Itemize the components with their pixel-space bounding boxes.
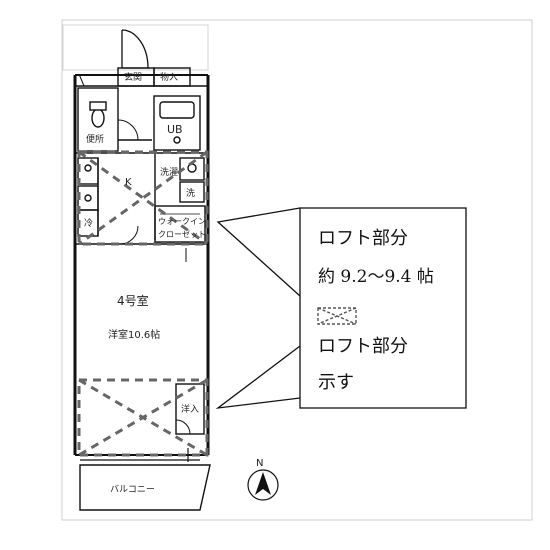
- balcony: [79, 464, 211, 511]
- unit-bath: [153, 95, 201, 151]
- lower-closet: [175, 383, 205, 435]
- label-kitchen: K: [125, 177, 132, 188]
- scan-frame-inner: [62, 24, 209, 71]
- label-room-number: 4号室: [117, 293, 149, 308]
- callout-line-3: ロフト部分: [318, 336, 408, 357]
- label-sentaku-a: 洗濯: [160, 166, 178, 178]
- label-reizo: 冷: [84, 217, 93, 229]
- compass-north-label: N: [256, 458, 263, 469]
- compass-icon: [247, 469, 279, 501]
- callout-line-1: ロフト部分: [318, 228, 408, 249]
- label-monoire-top: 物入: [160, 71, 178, 83]
- entrance-door: [121, 29, 150, 69]
- callout-pointer: [215, 207, 301, 409]
- label-balcony: バルコニー: [110, 484, 155, 495]
- top-row: [75, 67, 208, 87]
- label-youshitsu-monoire: 洋入: [181, 403, 199, 415]
- label-genkan: 玄関: [124, 71, 142, 83]
- scan-frame: [61, 19, 533, 521]
- label-ub: UB: [167, 123, 183, 136]
- exterior-walls: [73, 74, 210, 456]
- walk-in-closet: [154, 205, 206, 262]
- label-closet: クローゼット: [158, 229, 206, 239]
- loft-legend-sample: [317, 307, 357, 325]
- label-sentaku-b: 洗: [186, 187, 195, 199]
- callout-line-4: 示す: [318, 372, 354, 393]
- label-benjo: 便所: [86, 133, 104, 145]
- loft-outline-lower: [77, 378, 209, 457]
- label-walk-in: ウォークイン: [158, 217, 206, 226]
- label-youshitsu: 洋室10.6帖: [108, 328, 160, 341]
- callout-box: [299, 207, 467, 409]
- callout-line-2: 約 9.2～9.4 帖: [318, 267, 434, 287]
- loft-outline-upper: [77, 150, 209, 246]
